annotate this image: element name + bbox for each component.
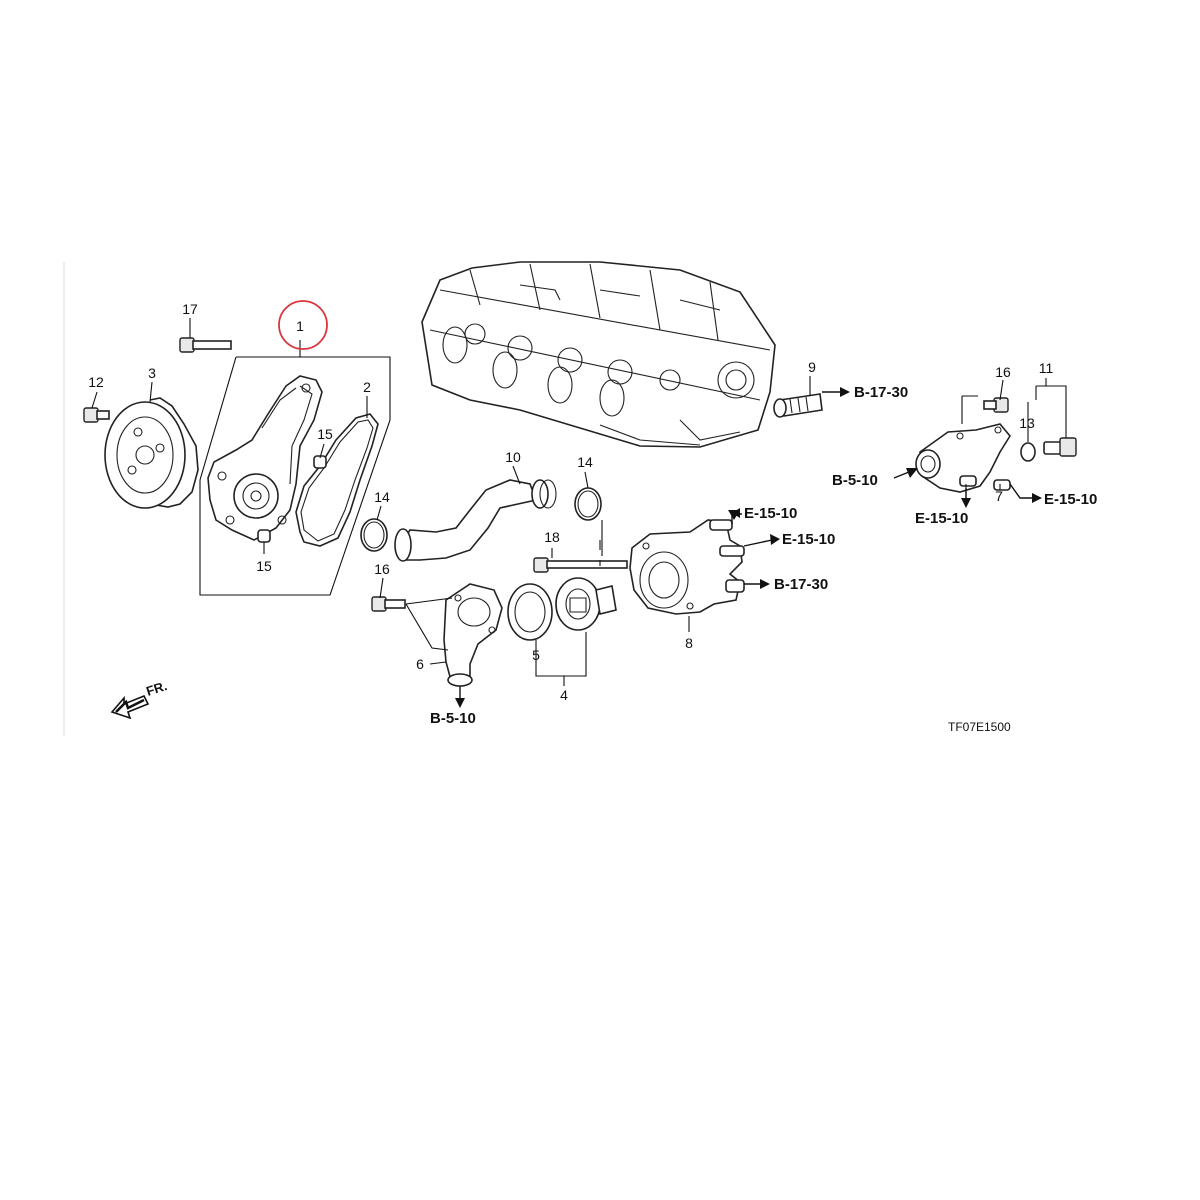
callout-17: 17 bbox=[182, 301, 198, 317]
ref-e-15-10-d: E-15-10 bbox=[1044, 491, 1097, 508]
callout-15b: 15 bbox=[256, 558, 272, 574]
callout-12: 12 bbox=[88, 374, 104, 390]
callout-14a: 14 bbox=[374, 489, 390, 505]
callout-6: 6 bbox=[416, 656, 424, 672]
bolt-16a bbox=[371, 596, 406, 612]
coolant-hose-10 bbox=[394, 479, 557, 562]
ref-b-5-10-bottom: B-5-10 bbox=[430, 710, 476, 727]
dowel-pin-15b bbox=[257, 529, 271, 543]
front-direction-icon: FR. bbox=[110, 678, 169, 720]
callout-4: 4 bbox=[560, 687, 568, 703]
water-pump-gasket-2 bbox=[295, 413, 379, 547]
ref-e-15-10-c: E-15-10 bbox=[915, 510, 968, 527]
callout-18: 18 bbox=[544, 529, 560, 545]
bolt-12 bbox=[83, 407, 110, 423]
front-label: FR. bbox=[144, 678, 169, 699]
ref-e-15-10-b: E-15-10 bbox=[782, 531, 835, 548]
o-ring-13 bbox=[1020, 442, 1036, 462]
callout-15a: 15 bbox=[317, 426, 333, 442]
bypass-pipe-9 bbox=[773, 393, 823, 418]
callout-8: 8 bbox=[685, 635, 693, 651]
callout-16a: 16 bbox=[374, 561, 390, 577]
callout-7: 7 bbox=[995, 488, 1003, 504]
bolt-18 bbox=[533, 557, 628, 573]
figure-code: TF07E1500 bbox=[948, 720, 1011, 734]
callout-13: 13 bbox=[1019, 415, 1035, 431]
callout-10: 10 bbox=[505, 449, 521, 465]
highlight-circle bbox=[278, 300, 328, 350]
o-ring-14b bbox=[574, 487, 602, 521]
callout-1: 1 bbox=[296, 318, 304, 334]
bolt-16b bbox=[983, 397, 1009, 413]
callout-14b: 14 bbox=[577, 454, 593, 470]
bolt-17 bbox=[179, 337, 232, 353]
ref-arrows bbox=[455, 387, 1042, 708]
ref-b-17-30-top: B-17-30 bbox=[854, 384, 908, 401]
ref-b-17-30-right: B-17-30 bbox=[774, 576, 828, 593]
water-outlet-6 bbox=[443, 583, 503, 687]
cylinder-head bbox=[421, 261, 776, 448]
callout-5: 5 bbox=[532, 647, 540, 663]
water-pump bbox=[207, 375, 323, 541]
thermostat-seal-5 bbox=[507, 583, 553, 641]
thermostat bbox=[555, 577, 617, 631]
thermostat-case-7 bbox=[915, 423, 1011, 493]
o-ring-14a bbox=[360, 518, 388, 552]
ref-b-5-10-right: B-5-10 bbox=[832, 472, 878, 489]
ref-e-15-10-a: E-15-10 bbox=[744, 505, 797, 522]
callout-16b: 16 bbox=[995, 364, 1011, 380]
callout-2: 2 bbox=[363, 379, 371, 395]
callout-3: 3 bbox=[148, 365, 156, 381]
callout-11: 11 bbox=[1039, 360, 1054, 376]
callout-9: 9 bbox=[808, 359, 816, 375]
thermostat-housing-8 bbox=[629, 519, 745, 615]
temperature-sensor-11 bbox=[1043, 437, 1077, 457]
water-pump-pulley bbox=[104, 397, 199, 509]
